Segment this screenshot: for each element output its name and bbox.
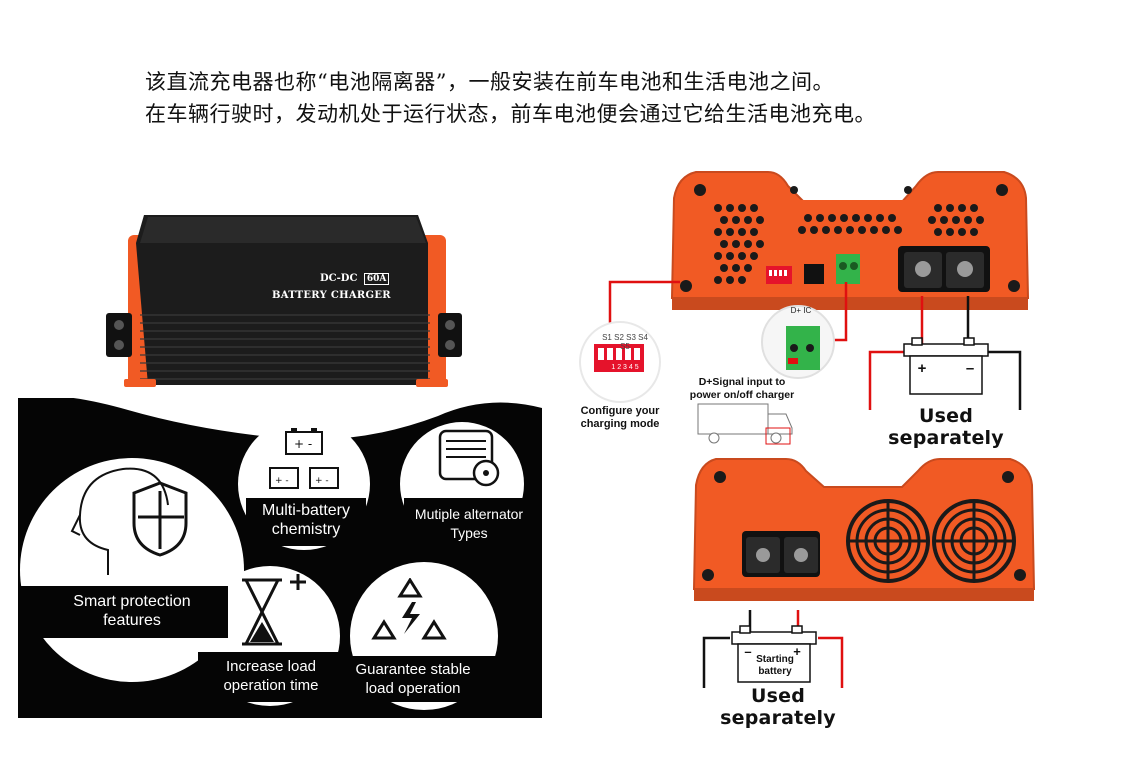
product-label-top: DC-DC xyxy=(320,273,358,284)
product-label: DC-DC 60A BATTERY CHARGER xyxy=(272,273,402,301)
alternator-icon xyxy=(438,429,500,487)
features-panel xyxy=(18,398,542,718)
used-separately-top: Used separately xyxy=(888,405,1004,449)
dip-switch-zoom xyxy=(579,321,661,403)
top-battery-plus: + xyxy=(917,360,927,377)
charger-rear-view xyxy=(692,458,1036,601)
svg-text:+ -: + - xyxy=(275,476,289,486)
feature-label-guarantee-stable: Guarantee stable load operation xyxy=(355,661,471,697)
configure-charging-mode-text: Configure your charging mode xyxy=(580,405,660,430)
charger-front-view xyxy=(670,171,1030,310)
feature-label-alternator: Mutiple alternator Types xyxy=(414,506,524,541)
feature-label-increase-load: Increase load operation time xyxy=(223,658,319,694)
dip-switch-numbers: 1 2 3 4 5 xyxy=(611,364,639,371)
dip-switch-labels: S1 S2 S3 S4 S5 xyxy=(602,333,648,351)
svg-text:+ -: + - xyxy=(294,437,312,451)
used-separately-bottom: Used separately xyxy=(720,685,836,729)
product-label-bottom: BATTERY CHARGER xyxy=(272,290,391,301)
charger-product-image xyxy=(106,215,462,387)
intro-text: 该直流充电器也称“电池隔离器”，一般安装在前车电池和生活电池之间。 在车辆行驶时… xyxy=(145,66,1025,130)
svg-text:+ -: + - xyxy=(315,476,329,486)
head-shield-icon xyxy=(70,467,188,575)
dplus-terminal-label: D+ IC xyxy=(790,306,812,315)
wiring-diagram xyxy=(608,280,1022,688)
dplus-terminal-zoom xyxy=(761,305,835,379)
feature-label-smart-protection: Smart protection features xyxy=(73,593,191,629)
bottom-battery-minus: – xyxy=(744,644,752,659)
intro-line-2: 在车辆行驶时，发动机处于运行状态，前车电池便会通过它给生活电池充电。 xyxy=(145,102,876,126)
dsignal-text: D+Signal input to power on/off charger xyxy=(689,376,795,401)
hourglass-plus-icon xyxy=(242,574,306,646)
starting-battery-text: Starting battery xyxy=(756,654,794,677)
product-label-badge: 60A xyxy=(363,273,390,285)
camper-van-icon xyxy=(697,403,793,445)
top-battery-minus: – xyxy=(965,360,975,377)
feature-label-multi-battery: Multi-battery chemistry xyxy=(261,502,351,538)
intro-line-1: 该直流充电器也称“电池隔离器”，一般安装在前车电池和生活电池之间。 xyxy=(145,70,834,94)
lightning-triangles-icon xyxy=(371,578,447,640)
multi-battery-icon: + - + - + - xyxy=(269,428,339,489)
bottom-battery-plus: + xyxy=(793,644,801,659)
